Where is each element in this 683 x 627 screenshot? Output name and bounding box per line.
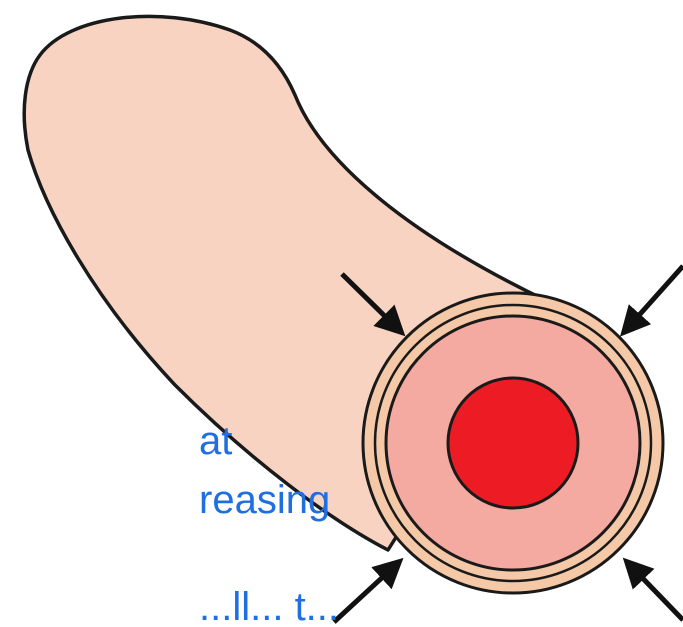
compression-arrow-icon xyxy=(628,563,683,620)
caption-line: at xyxy=(199,417,232,465)
compression-arrow-icon xyxy=(334,563,398,622)
caption-line: reasing xyxy=(199,476,330,524)
caption-line: ...ll... t... xyxy=(199,583,339,627)
vessel-lumen xyxy=(448,378,578,508)
compression-arrow-icon xyxy=(625,266,683,331)
